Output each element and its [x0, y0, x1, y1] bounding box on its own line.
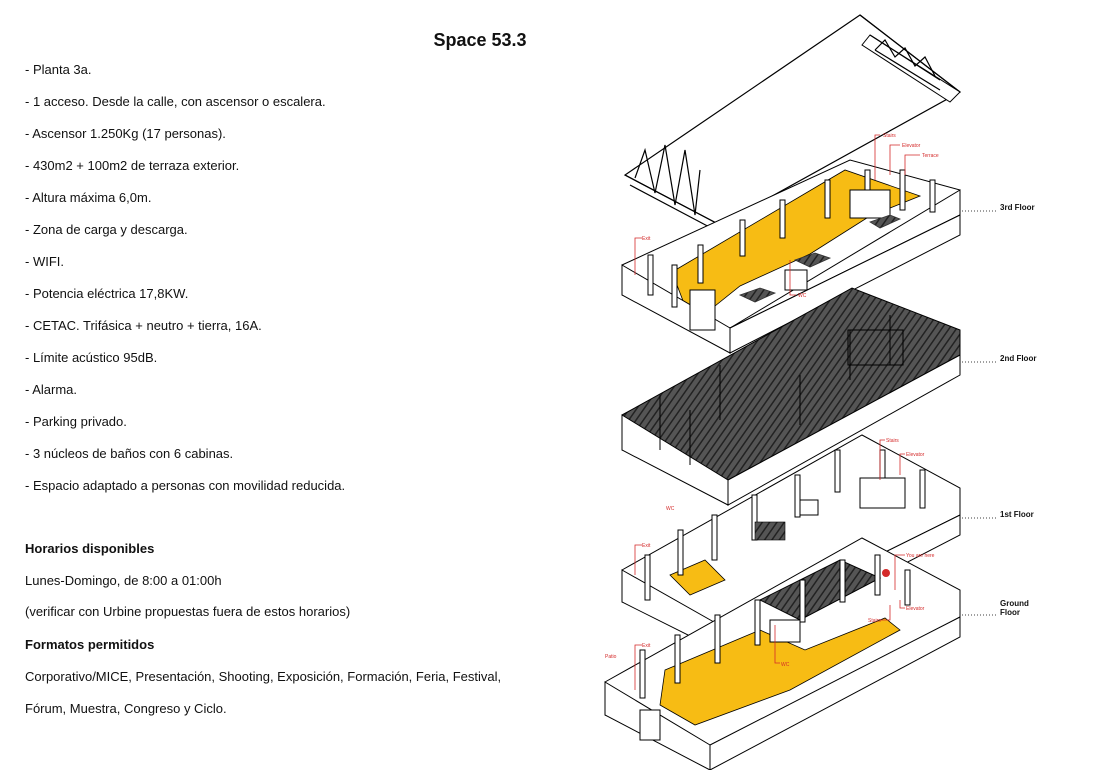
- feature-item: - Límite acústico 95dB.: [25, 350, 158, 365]
- page-title: Space 53.3: [433, 30, 527, 50]
- stairs-tag-f1: Stairs: [886, 438, 899, 444]
- feature-item: - Altura máxima 6,0m.: [25, 190, 152, 205]
- roof: [623, 14, 962, 231]
- feature-item: - Planta 3a.: [25, 62, 92, 77]
- formats-line-2: Fórum, Muestra, Congreso y Ciclo.: [25, 701, 227, 716]
- wc-tag-f1: WC: [666, 506, 675, 512]
- feature-item: - 1 acceso. Desde la calle, con ascensor…: [25, 94, 326, 109]
- wc-tag-gf: WC: [781, 662, 790, 668]
- floor-label-ground: Ground: [1000, 599, 1029, 608]
- feature-item: - Ascensor 1.250Kg (17 personas).: [25, 126, 226, 141]
- floor-label-2: 2nd Floor: [1000, 354, 1036, 363]
- stairs-tag-gf: Stairs: [868, 618, 881, 624]
- you-are-here-tag: You are here: [906, 553, 935, 559]
- floor-leaders: [962, 210, 998, 616]
- feature-item: - 430m2 + 100m2 de terraza exterior.: [25, 158, 240, 173]
- floor-2-slab: [621, 287, 961, 506]
- stairs-tag-f3: Stairs: [883, 133, 896, 139]
- ground-floor-slab: [604, 537, 961, 770]
- feature-item: - Potencia eléctrica 17,8KW.: [25, 286, 189, 301]
- features-list: - Planta 3a. - 1 acceso. Desde la calle,…: [25, 60, 345, 508]
- hours-schedule: Lunes-Domingo, de 8:00 a 01:00h: [25, 573, 222, 588]
- feature-item: - Alarma.: [25, 382, 78, 397]
- floor-label-1: 1st Floor: [1000, 510, 1034, 519]
- feature-item: - Espacio adaptado a personas con movili…: [25, 478, 346, 493]
- exploded-axonometric-diagram: Stairs Elevator Terrace Exit WC Stairs E…: [604, 14, 1036, 770]
- hours-note: (verificar con Urbine propuestas fuera d…: [25, 604, 351, 619]
- formats-heading: Formatos permitidos: [25, 637, 155, 652]
- elevator-tag-f1: Elevator: [906, 452, 925, 458]
- exit-tag-gf: Exit: [642, 643, 651, 649]
- wc-tag-f3: WC: [798, 293, 807, 299]
- exit-tag-f1: Exit: [642, 543, 651, 549]
- hours-heading: Horarios disponibles: [25, 541, 155, 556]
- feature-item: - 3 núcleos de baños con 6 cabinas.: [25, 446, 234, 461]
- floor-label-ground-2: Floor: [1000, 608, 1020, 617]
- feature-item: - CETAC. Trifásica + neutro + tierra, 16…: [25, 318, 262, 333]
- feature-item: - Zona de carga y descarga.: [25, 222, 188, 237]
- terrace-tag-f3: Terrace: [922, 153, 939, 159]
- exit-tag-f3: Exit: [642, 236, 651, 242]
- floor-3-slab: [621, 159, 961, 354]
- elevator-tag-f3: Elevator: [902, 143, 921, 149]
- elevator-tag-gf: Elevator: [906, 606, 925, 612]
- annotation-lines: [634, 134, 920, 690]
- patio-tag: Patio: [605, 654, 617, 660]
- floor-label-3: 3rd Floor: [1000, 203, 1035, 212]
- feature-item: - WIFI.: [25, 254, 64, 269]
- formats-line-1: Corporativo/MICE, Presentación, Shooting…: [25, 669, 502, 684]
- feature-item: - Parking privado.: [25, 414, 127, 429]
